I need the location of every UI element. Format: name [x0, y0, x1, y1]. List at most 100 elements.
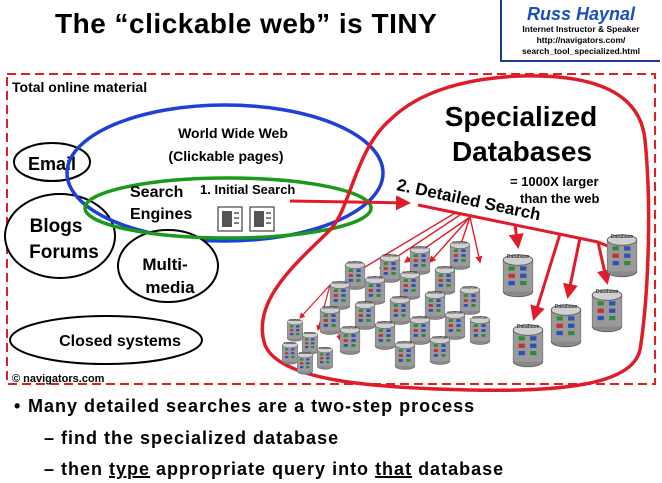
email-ellipse [13, 142, 91, 182]
detailed-search-arrows [299, 212, 625, 342]
database-icon [297, 351, 313, 375]
total-online-frame [6, 73, 656, 385]
database-icon-label: Database [453, 241, 468, 245]
database-icon-label: Database [507, 254, 530, 260]
detailed-search-arrow [348, 212, 456, 277]
database-icon [459, 286, 481, 315]
database-icon-label: Database [323, 306, 338, 310]
larger-label-2: than the web [520, 191, 600, 206]
bullet-sub-2-suffix: database [412, 459, 505, 479]
bullet-main: • Many detailed searches are a two-step p… [14, 396, 475, 417]
database-icon-label: Database [473, 316, 488, 320]
closed-systems-label: Closed systems [59, 333, 181, 350]
multimedia-label-1: Multi- [142, 255, 187, 274]
forums-label: Forums [29, 242, 99, 263]
search-engines-label-1: Search [130, 184, 183, 201]
author-url-line1[interactable]: http://navigators.com/ [536, 35, 626, 45]
closed-systems-ellipse [9, 315, 203, 365]
specialized-region [260, 74, 651, 393]
bullet-sub-1: – find the specialized database [44, 428, 340, 448]
bullet-main-text: Many detailed searches are a two-step pr… [28, 396, 476, 416]
search-result-doc-icon [249, 206, 275, 232]
database-icon [502, 254, 534, 298]
database-icon-label: Database [299, 351, 311, 355]
database-icon-label: Database [463, 286, 478, 290]
database-icon [409, 316, 431, 345]
database-icon-label: Database [284, 341, 296, 345]
blogs-label: Blogs [30, 216, 83, 237]
specialized-title-2: Databases [452, 136, 592, 167]
database-icon-label: Database [517, 324, 540, 330]
detailed-search-arrow [508, 224, 524, 249]
detailed-search-arrow [563, 237, 582, 299]
database-icon-label: Database [333, 281, 348, 285]
database-icon [319, 306, 341, 335]
www-label: World Wide Web [178, 125, 288, 141]
author-role: Internet Instructor & Speaker [522, 24, 640, 34]
detailed-search-arrow [429, 216, 471, 264]
database-icon-label: Database [438, 266, 453, 270]
database-icon-label: Database [398, 341, 413, 345]
www-sublabel: (Clickable pages) [168, 148, 283, 164]
database-icon [449, 241, 471, 270]
database-icon [444, 311, 466, 340]
database-icon-label: Database [368, 276, 383, 280]
database-icon-label: Database [343, 326, 358, 330]
frame-label: Total online material [12, 79, 147, 95]
bullet-dot-icon: • [14, 396, 22, 416]
database-icon [374, 321, 396, 350]
database-cluster: DatabaseDatabaseDatabaseDatabaseDatabase… [282, 234, 638, 375]
database-icon-label: Database [611, 234, 634, 240]
author-name: Russ Haynal [526, 4, 636, 24]
page-title: The “clickable web” is TINY [55, 8, 438, 39]
search-engines-ellipse [83, 176, 373, 240]
database-icon [317, 346, 333, 370]
detailed-search-arrow [596, 241, 612, 285]
database-icon-label: Database [403, 271, 418, 275]
author-url-line2[interactable]: search_tool_specialized.html [521, 46, 641, 56]
bullet-sub-2-prefix: – then [44, 459, 110, 479]
multimedia-ellipse [117, 229, 219, 303]
database-icon [591, 289, 623, 333]
initial-search-arrow [289, 195, 411, 211]
database-icon-label: Database [596, 289, 619, 295]
database-icon-label: Database [413, 316, 428, 320]
database-icon-label: Database [289, 318, 301, 322]
database-icon-label: Database [383, 254, 398, 258]
search-engines-label-2: Engines [130, 206, 192, 223]
database-icon-label: Database [448, 311, 463, 315]
bullet-sub-2: – then type appropriate query into that … [44, 459, 504, 480]
database-icon-label: Database [319, 346, 331, 350]
author-box: Russ Haynal Internet Instructor & Speake… [500, 0, 660, 62]
specialized-title-1: Specialized [445, 101, 598, 132]
search-result-doc-icon [217, 206, 243, 232]
database-icon [469, 316, 491, 345]
database-icon-label: Database [358, 301, 373, 305]
detailed-search-arrow [469, 216, 483, 264]
database-icon-label: Database [428, 291, 443, 295]
initial-search-label: 1. Initial Search [200, 182, 295, 197]
database-icon [354, 301, 376, 330]
database-icon [394, 341, 416, 370]
bullet-sub-2-type: type [109, 459, 151, 479]
detailed-search-trunk [417, 203, 599, 244]
database-icon-label: Database [413, 246, 428, 250]
database-icon [550, 304, 582, 348]
database-icon [424, 291, 446, 320]
database-icon [606, 234, 638, 278]
database-icon-label: Database [433, 336, 448, 340]
database-icon-label: Database [393, 296, 408, 300]
database-icon [512, 324, 544, 368]
larger-label-1: = 1000X larger [510, 174, 599, 189]
detailed-search-arrow [299, 284, 331, 319]
email-label: Email [28, 154, 76, 174]
database-icon [287, 318, 303, 342]
detailed-search-arrow [530, 233, 562, 321]
database-icon-label: Database [555, 304, 578, 310]
bullet-sub-2-mid: appropriate query into [150, 459, 376, 479]
database-icon [282, 341, 298, 365]
copyright-label: © navigators.com [12, 373, 105, 385]
database-icon [429, 336, 451, 365]
database-icon [339, 326, 361, 355]
